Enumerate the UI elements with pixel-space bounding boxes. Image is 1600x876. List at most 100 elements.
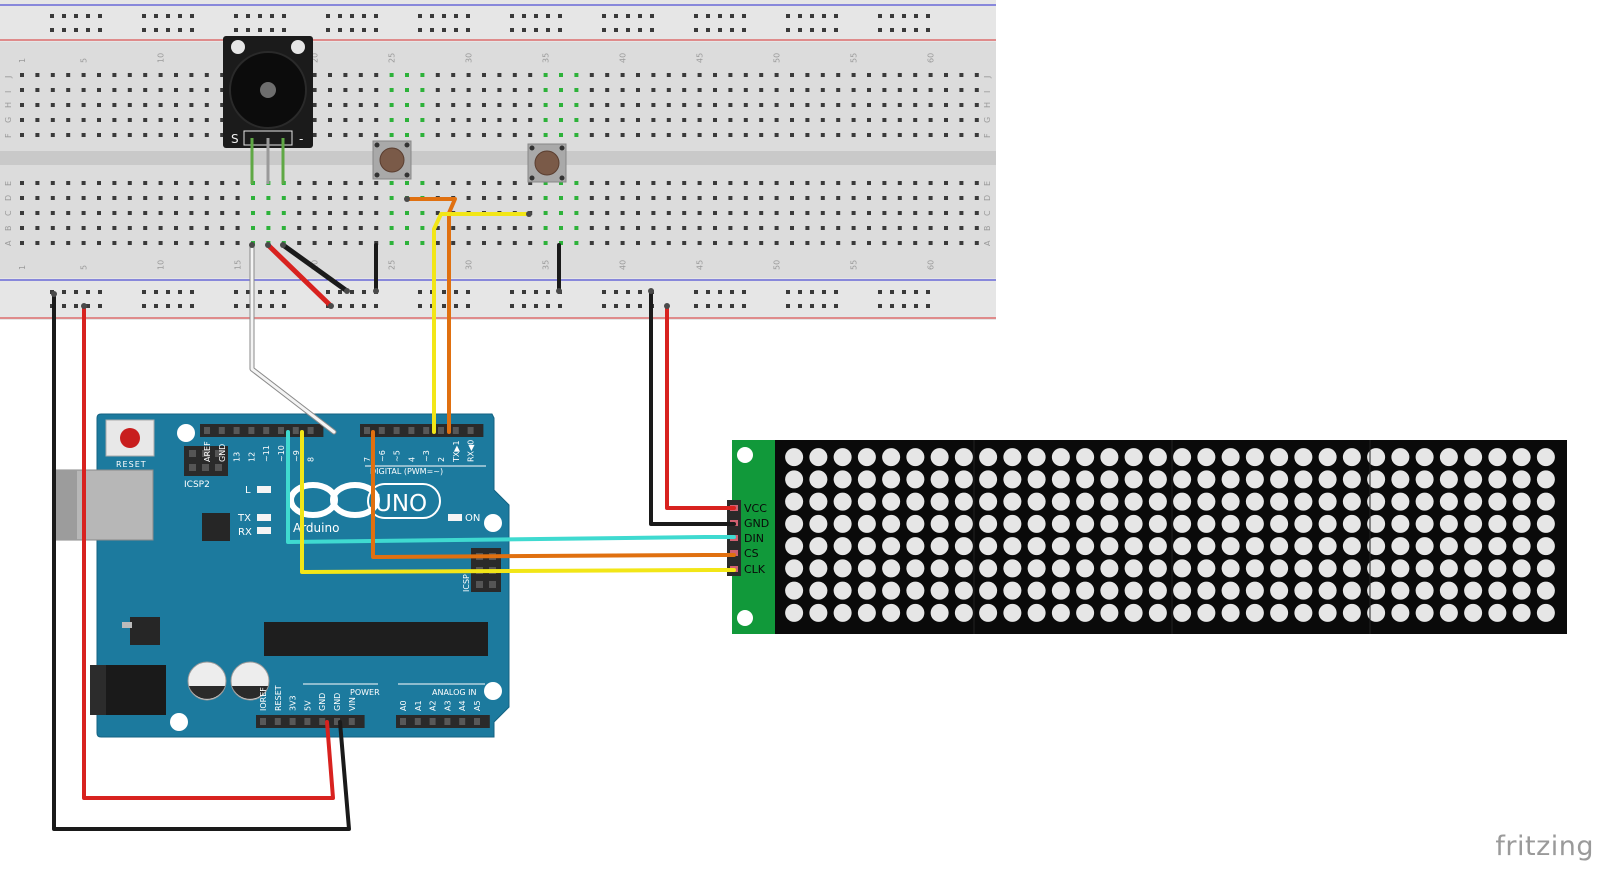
reset-button[interactable] — [105, 419, 155, 457]
digital-pin-label: ~6 — [378, 450, 387, 462]
digital-pin-label: AREF — [203, 441, 212, 462]
arduino-logo — [288, 482, 380, 518]
buzzer-label-minus: - — [299, 132, 303, 146]
header-pin[interactable] — [429, 718, 436, 725]
matrix-pin-label: CS — [744, 547, 759, 560]
header-pin[interactable] — [278, 427, 284, 434]
header-pin[interactable] — [274, 718, 281, 725]
icsp2-header — [184, 446, 228, 476]
wire-black-gnd[interactable] — [52, 292, 351, 831]
buzzer[interactable]: S - — [223, 36, 313, 184]
row-letter: H — [4, 102, 13, 108]
header-pin[interactable] — [289, 718, 296, 725]
header-pin[interactable] — [400, 718, 406, 725]
column-number: 25 — [388, 260, 397, 270]
header-pin[interactable] — [292, 427, 299, 434]
digital-pin-label: 2 — [437, 457, 446, 462]
header-pin[interactable] — [364, 427, 370, 434]
row-letter: G — [4, 117, 13, 123]
breadboard-column-numbers: 1155101015152020252530303535404045455050… — [18, 53, 936, 270]
digital-pin-label: ~3 — [422, 450, 431, 462]
icsp-label: ICSP — [462, 574, 471, 592]
header-pin[interactable] — [459, 718, 466, 725]
analog-pin-label: A3 — [443, 700, 452, 711]
column-number: 1 — [18, 58, 27, 63]
row-letter: D — [983, 195, 992, 201]
header-pin[interactable] — [263, 427, 270, 434]
analog-pin-label: A4 — [458, 700, 467, 711]
digital-pin-label: 4 — [407, 457, 416, 462]
column-number: 45 — [696, 260, 705, 270]
push-button-2[interactable] — [527, 143, 567, 183]
matrix-pin-label: GND — [744, 517, 769, 530]
header-pin[interactable] — [444, 718, 451, 725]
header-pin[interactable] — [378, 427, 385, 434]
wire-yellow-button[interactable] — [432, 212, 531, 434]
row-letter: F — [4, 133, 13, 138]
digital-pin-label: GND — [218, 444, 227, 462]
header-pin[interactable] — [248, 427, 255, 434]
wire-orange-cs[interactable] — [371, 430, 736, 559]
wires[interactable] — [51, 196, 736, 831]
push-button-1[interactable] — [372, 140, 412, 180]
buzzer-label-s: S — [231, 132, 239, 146]
analog-pin-label: A2 — [429, 700, 438, 711]
column-number: 35 — [542, 260, 551, 270]
column-number: 55 — [850, 260, 859, 270]
digital-pin-label: 12 — [247, 452, 256, 462]
row-letter: D — [4, 195, 13, 201]
header-pin[interactable] — [414, 718, 421, 725]
header-pin[interactable] — [348, 718, 355, 725]
header-pin[interactable] — [204, 427, 210, 434]
header-pin[interactable] — [319, 718, 326, 725]
column-number: 20 — [311, 53, 320, 63]
header-pin[interactable] — [467, 427, 474, 434]
row-letter: J — [4, 76, 13, 79]
header-pin[interactable] — [334, 718, 340, 725]
column-number: 40 — [619, 260, 628, 270]
power-label: POWER — [350, 688, 380, 697]
wire-black-matrix-gnd[interactable] — [649, 289, 736, 526]
power-pin-label: RESET — [274, 685, 283, 711]
row-letter: B — [983, 226, 992, 232]
header-pin[interactable] — [304, 718, 311, 725]
row-letter: I — [4, 91, 13, 93]
header-pin[interactable] — [260, 718, 266, 725]
icsp2-label: ICSP2 — [184, 480, 210, 490]
digital-pin-label: ~5 — [393, 450, 402, 462]
row-letter: A — [4, 240, 13, 246]
header-pin[interactable] — [452, 427, 459, 434]
header-pin[interactable] — [393, 427, 400, 434]
atmega-chip — [264, 622, 488, 656]
column-number: 20 — [311, 260, 320, 270]
power-analog-header[interactable] — [256, 715, 490, 728]
wire-black-buzzer[interactable] — [280, 242, 350, 294]
wire-red-matrix-vcc[interactable] — [665, 304, 736, 510]
matrix-pin-label: VCC — [744, 502, 767, 515]
header-pin[interactable] — [233, 427, 240, 434]
digital-header[interactable] — [200, 424, 484, 437]
row-letter: C — [4, 210, 13, 216]
wire-red-buzzer[interactable] — [265, 242, 334, 309]
header-pin[interactable] — [438, 427, 444, 434]
column-number: 60 — [927, 260, 936, 270]
column-number: 35 — [542, 53, 551, 63]
header-pin[interactable] — [423, 427, 430, 434]
header-pin[interactable] — [408, 427, 415, 434]
wire-yellow-clk[interactable] — [300, 430, 736, 574]
wire-orange-button[interactable] — [405, 197, 457, 434]
row-letter: B — [4, 226, 13, 232]
matrix-leds — [785, 440, 1555, 634]
header-pin[interactable] — [474, 718, 480, 725]
row-letter: F — [983, 133, 992, 138]
wire-red-5v[interactable] — [82, 304, 335, 800]
capacitor-2 — [230, 661, 270, 701]
power-pin-label: GND — [318, 693, 327, 711]
reset-label: RESET — [116, 460, 147, 469]
wire-cyan-din[interactable] — [286, 430, 736, 544]
header-pin[interactable] — [307, 427, 314, 434]
header-pin[interactable] — [218, 427, 225, 434]
